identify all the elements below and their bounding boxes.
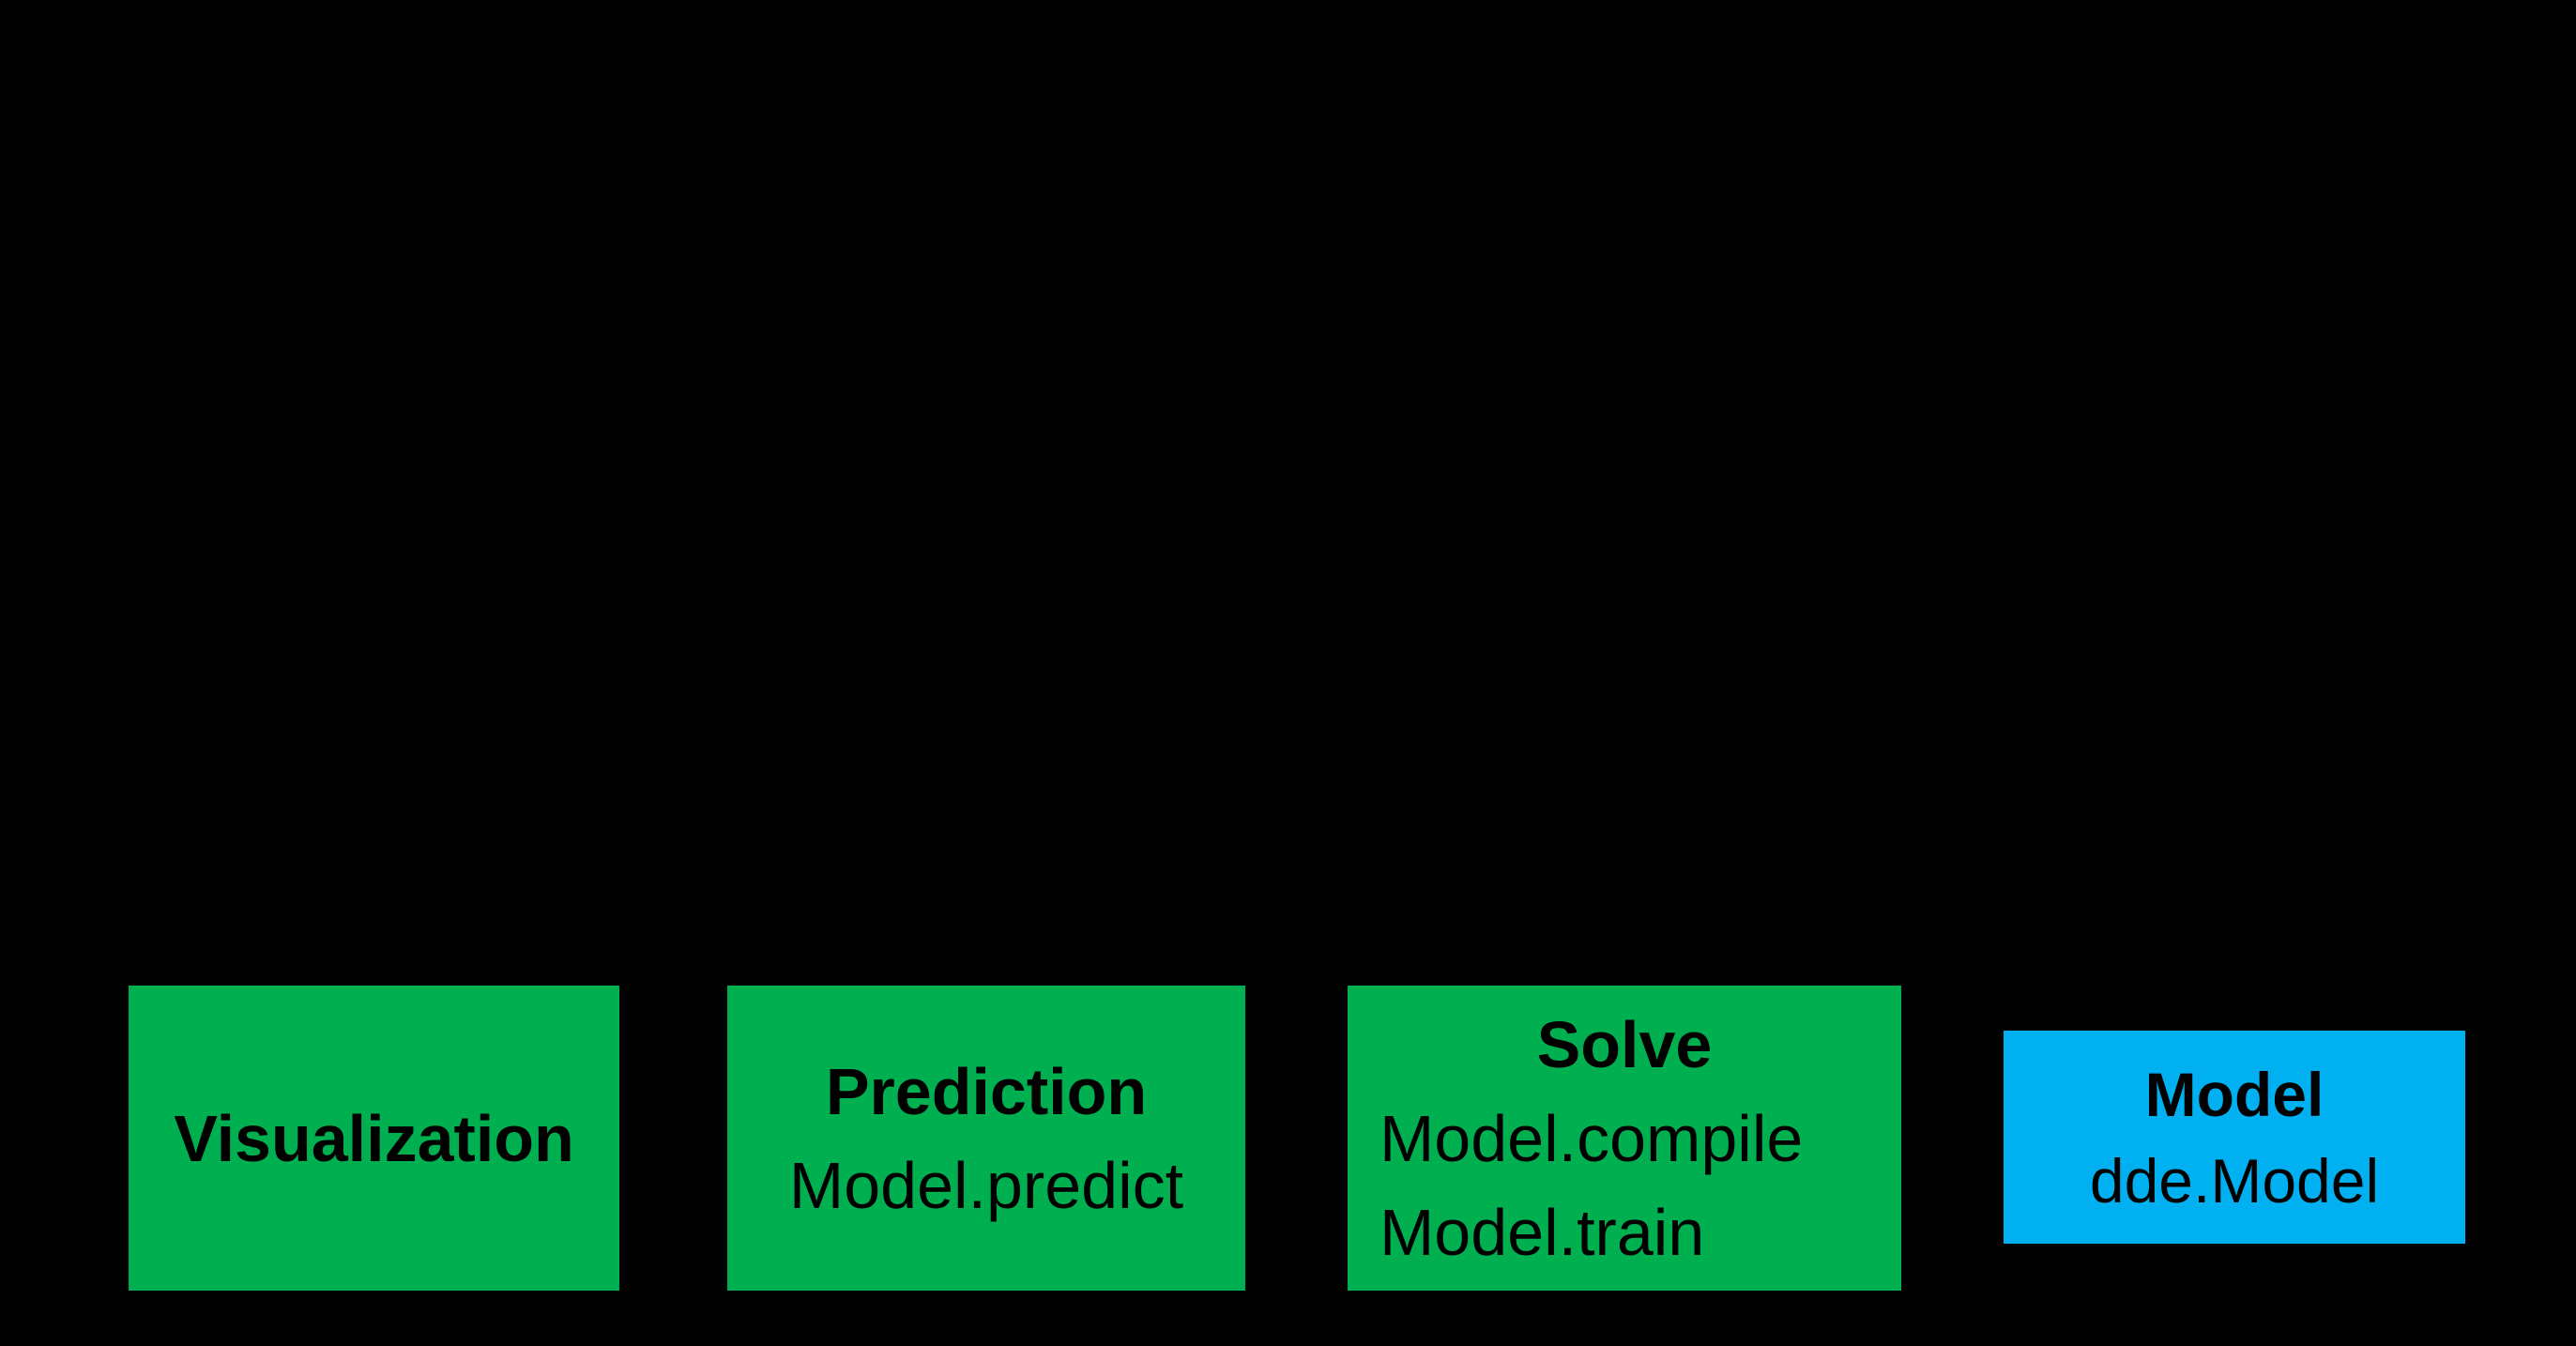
box-code-line-model-train: Model.train (1379, 1195, 1705, 1269)
flow-box-solve: Solve Model.compile Model.train (1348, 986, 1901, 1291)
flow-box-visualization: Visualization (129, 986, 619, 1291)
box-title-prediction: Prediction (825, 1054, 1148, 1128)
box-title-solve: Solve (1536, 1007, 1713, 1081)
box-code-line-dde-model: dde.Model (2089, 1145, 2380, 1216)
flow-box-model: Model dde.Model (2004, 1031, 2465, 1244)
box-title-visualization: Visualization (174, 1101, 574, 1175)
box-title-model: Model (2144, 1059, 2324, 1129)
box-code-line-model-compile: Model.compile (1379, 1101, 1804, 1175)
flow-box-prediction: Prediction Model.predict (727, 986, 1245, 1291)
box-code-line-model-predict: Model.predict (788, 1148, 1184, 1222)
box-code-lines-solve: Model.compile Model.train (1348, 1092, 1901, 1279)
